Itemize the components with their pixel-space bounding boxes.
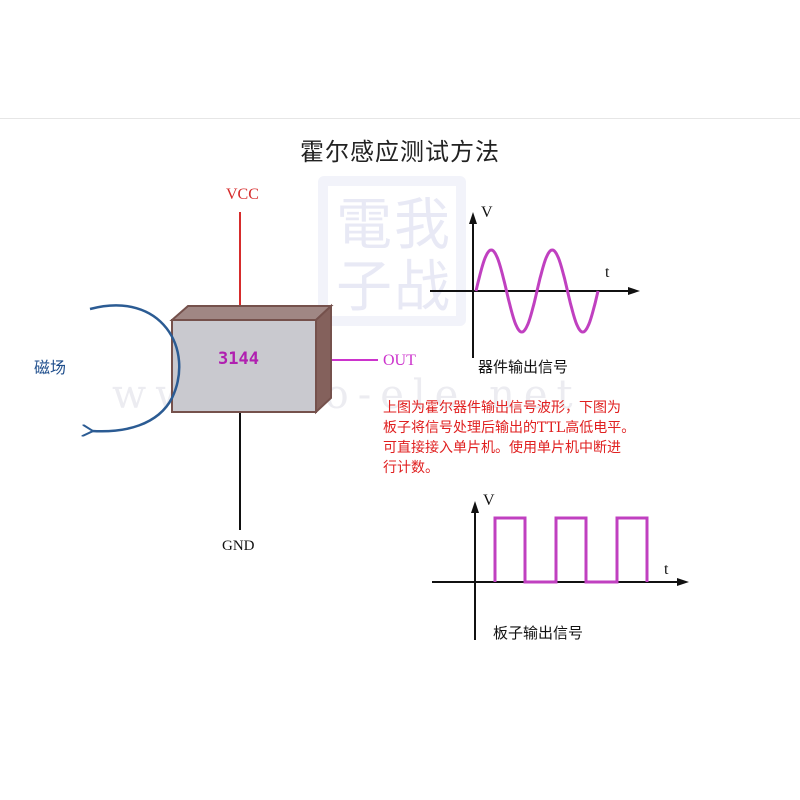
description-line-1: 上图为霍尔器件输出信号波形，下图为 bbox=[383, 400, 621, 416]
device-output-caption: 器件输出信号 bbox=[478, 358, 569, 376]
out-label: OUT bbox=[383, 352, 416, 369]
bottom-y-arrowhead bbox=[471, 501, 479, 513]
magnetic-field-label: 磁场 bbox=[34, 358, 67, 377]
top-y-arrowhead bbox=[469, 212, 477, 224]
board-output-graph bbox=[432, 501, 689, 640]
description-line-4: 行计数。 bbox=[383, 460, 439, 476]
sine-waveform bbox=[474, 248, 600, 334]
bottom-y-axis-label: V bbox=[483, 492, 495, 509]
chip-top-face bbox=[169, 305, 334, 321]
gnd-label: GND bbox=[222, 538, 255, 554]
description-text: 上图为霍尔器件输出信号波形，下图为 板子将信号处理后输出的TTL高低电平。 可直… bbox=[383, 398, 783, 478]
top-x-axis-label: t bbox=[605, 264, 610, 281]
vcc-label: VCC bbox=[226, 186, 259, 203]
board-output-caption: 板子输出信号 bbox=[493, 624, 584, 642]
top-y-axis-label: V bbox=[481, 204, 493, 221]
watermark-glyph-1: 電 bbox=[336, 193, 392, 258]
bottom-x-arrowhead bbox=[677, 578, 689, 586]
chip-side-face bbox=[315, 303, 332, 415]
description-line-2: 板子将信号处理后输出的TTL高低电平。 bbox=[383, 420, 636, 436]
device-output-graph bbox=[430, 212, 640, 358]
description-line-3: 可直接接入单片机。使用单片机中断进 bbox=[383, 440, 621, 456]
watermark-glyph-4: 战 bbox=[394, 255, 450, 320]
chip-front-face bbox=[171, 319, 317, 413]
magnetic-field-arrow bbox=[90, 304, 181, 431]
page-divider bbox=[0, 118, 800, 119]
square-waveform bbox=[493, 516, 649, 584]
page-title: 霍尔感应测试方法 bbox=[300, 138, 500, 166]
watermark-logo bbox=[318, 176, 466, 326]
watermark-glyph-3: 子 bbox=[336, 255, 392, 320]
hall-sensor-chip bbox=[169, 303, 334, 415]
part-number-label: 3144 bbox=[218, 349, 259, 369]
top-x-arrowhead bbox=[628, 287, 640, 295]
bottom-x-axis-label: t bbox=[664, 561, 669, 578]
watermark-glyph-2: 我 bbox=[394, 193, 450, 258]
